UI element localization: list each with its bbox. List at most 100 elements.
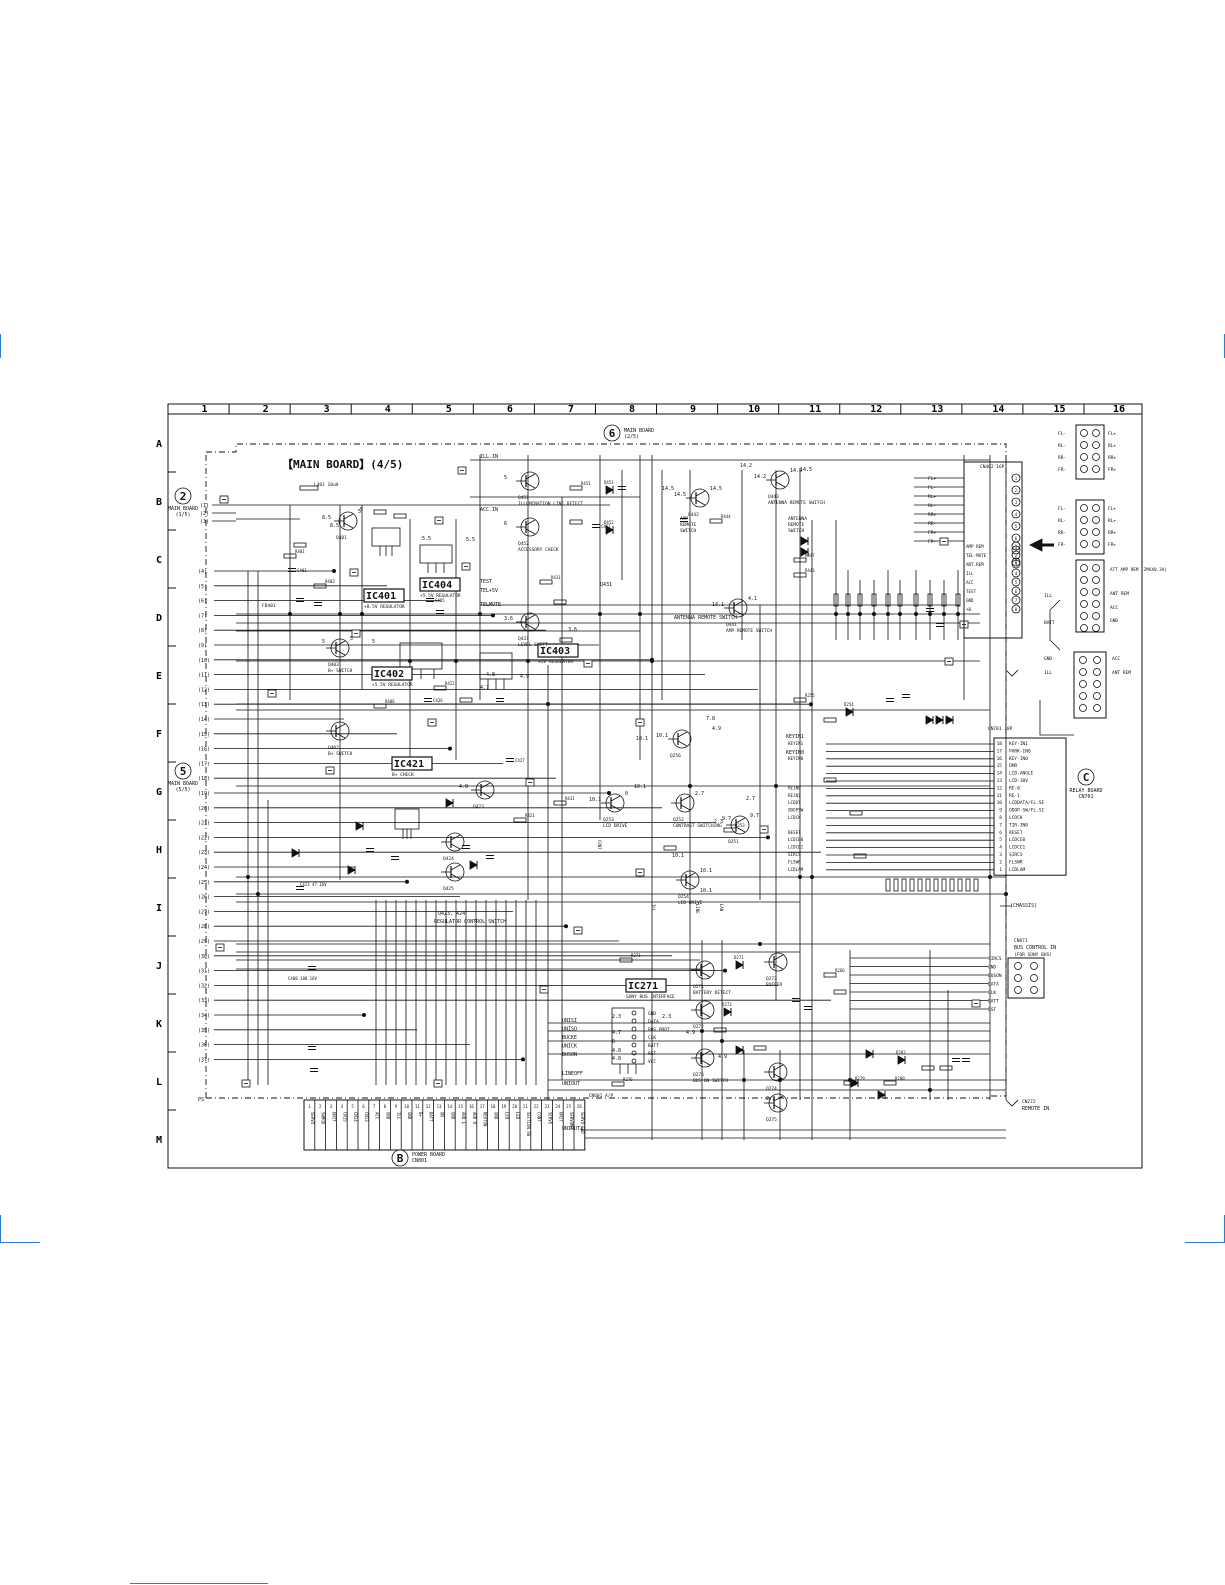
relay-connector-pin: 8 xyxy=(999,815,1002,821)
harness-top-signal: FL- xyxy=(1058,431,1066,437)
voltage-label: 4.1 xyxy=(748,596,757,602)
function-label: REMOTE xyxy=(788,522,805,528)
voltage-label: 5.5 xyxy=(466,537,475,543)
power-connector-signal: CN14 xyxy=(353,1112,358,1122)
transistor-function: LEVEL SHIFT xyxy=(518,642,548,648)
harness-power-pin xyxy=(1080,564,1088,572)
jack-symbol xyxy=(1005,669,1019,677)
voltage-label: 5 xyxy=(372,639,375,645)
harness-low-pin xyxy=(1079,692,1087,700)
relay-connector-pin: 7 xyxy=(999,822,1002,828)
harness-low-body xyxy=(1073,651,1107,719)
left-pin-label: (12) xyxy=(198,687,210,693)
speaker-connector-pin-number: 7 xyxy=(1015,548,1018,553)
harness-power-pin xyxy=(1092,588,1100,596)
harness-low-pin xyxy=(1093,704,1101,712)
voltage-label: 2.3 xyxy=(612,1014,621,1020)
diode-ref: D451 xyxy=(604,480,614,485)
transistor-collector xyxy=(343,513,354,520)
power-connector-signal: GND xyxy=(494,1112,499,1120)
speaker-connector-pin-number: 5 xyxy=(1015,524,1018,529)
speaker-connector-pin xyxy=(1011,497,1021,507)
relay-connector-pin: 4 xyxy=(999,845,1002,851)
speaker-connector-pin-number: 4 xyxy=(1015,512,1018,517)
harness-power-pin xyxy=(1080,624,1088,632)
resistor xyxy=(933,878,939,892)
power-connector-signal: SECTION SW xyxy=(526,1112,531,1137)
harness-power-pin xyxy=(1092,612,1100,620)
speaker-connector-pin xyxy=(1011,485,1021,495)
relay-connector-signal: KEY-IN0 xyxy=(1009,756,1028,762)
transistor-collector xyxy=(733,600,744,607)
net-label: BUCKE xyxy=(562,1035,577,1041)
relay-connector-signal: PARK-IN0 xyxy=(1009,748,1031,754)
board-ref-2-sub: (1/5) xyxy=(175,512,190,518)
resistor xyxy=(663,845,677,851)
net-label: UNISO xyxy=(562,1027,577,1033)
ic-pin-pad xyxy=(631,1058,637,1064)
ic-pin-pad xyxy=(631,1050,637,1056)
harness-power-pin xyxy=(1092,600,1100,608)
diode xyxy=(925,715,934,725)
voltage-label: 4.9 xyxy=(520,674,529,680)
resistor-ref: R253 xyxy=(735,823,745,828)
voltage-label: 5 xyxy=(360,507,363,513)
power-connector-signal: AUD R xyxy=(472,1112,477,1125)
ic-body xyxy=(399,642,443,670)
net-label: SIRCS xyxy=(788,852,801,857)
transistor-function: BATTERY DETECT xyxy=(693,990,731,996)
speaker-connector-body xyxy=(963,461,1023,639)
power-connector-pin: 10 xyxy=(404,1104,409,1109)
voltage-label: 5.5 xyxy=(422,536,431,542)
board-ref-2-label: MAIN BOARD xyxy=(168,506,198,512)
power-connector-signal: GND xyxy=(450,1112,455,1120)
harness-top-signal: FL+ xyxy=(1108,431,1116,437)
transistor-emitter xyxy=(733,609,744,616)
grid-col-label: 13 xyxy=(931,404,943,415)
harness-top-pin xyxy=(1080,429,1088,437)
junction-dot xyxy=(404,879,409,884)
relay-connector-signal: LCD-10V xyxy=(1009,778,1028,784)
power-connector-pin: 6 xyxy=(362,1104,365,1109)
harness-note: GND xyxy=(1044,656,1052,662)
net-label: LCDCK xyxy=(788,815,801,820)
left-pin-label: (33) xyxy=(198,998,210,1004)
power-connector-pin: 7 xyxy=(373,1104,376,1109)
power-connector-pin: 9 xyxy=(395,1104,398,1109)
function-label: ANTENNA REMOTE SWITCH xyxy=(674,615,737,621)
transistor-collector xyxy=(773,1064,784,1071)
grid-col-label: 9 xyxy=(690,404,696,415)
relay-connector-body xyxy=(993,737,1067,876)
speaker-connector-pin-number: 3 xyxy=(1015,500,1018,505)
bus-connector-pin xyxy=(1030,962,1038,970)
voltage-label: 4.9 xyxy=(718,1054,727,1060)
junction-dot xyxy=(886,612,891,617)
inductor xyxy=(299,485,319,491)
transistor-ref: Q425 xyxy=(443,886,454,892)
ic-label-box xyxy=(537,643,579,658)
transistor-emitter xyxy=(450,843,461,850)
relay-connector-signal: RE-1 xyxy=(1009,793,1020,799)
voltage-label: 2.7 xyxy=(746,796,755,802)
crop-mark xyxy=(0,1215,1,1243)
relay-connector-pin: 10 xyxy=(997,800,1003,806)
resistor xyxy=(539,579,553,585)
transistor-collector xyxy=(677,731,688,738)
crop-mark xyxy=(0,334,1,358)
junction-dot xyxy=(872,612,877,617)
grid-col-label: 6 xyxy=(507,404,513,415)
net-label: KEYIN0 xyxy=(788,756,804,761)
harness-top-pin xyxy=(1080,441,1088,449)
resistor xyxy=(823,777,837,783)
voltage-label: 3.6 xyxy=(504,616,513,622)
transistor-collector xyxy=(695,490,706,497)
junction-dot xyxy=(359,612,364,617)
diode xyxy=(865,1049,874,1059)
bus-connector-signal: DATA xyxy=(988,982,999,988)
grid-row-label: K xyxy=(156,1019,162,1030)
bus-connector-pin xyxy=(1030,986,1038,994)
ic-pin-label: RST xyxy=(648,1051,656,1057)
capacitor-ref: C405 xyxy=(435,598,445,603)
voltage-label: 14.5 xyxy=(790,468,802,474)
